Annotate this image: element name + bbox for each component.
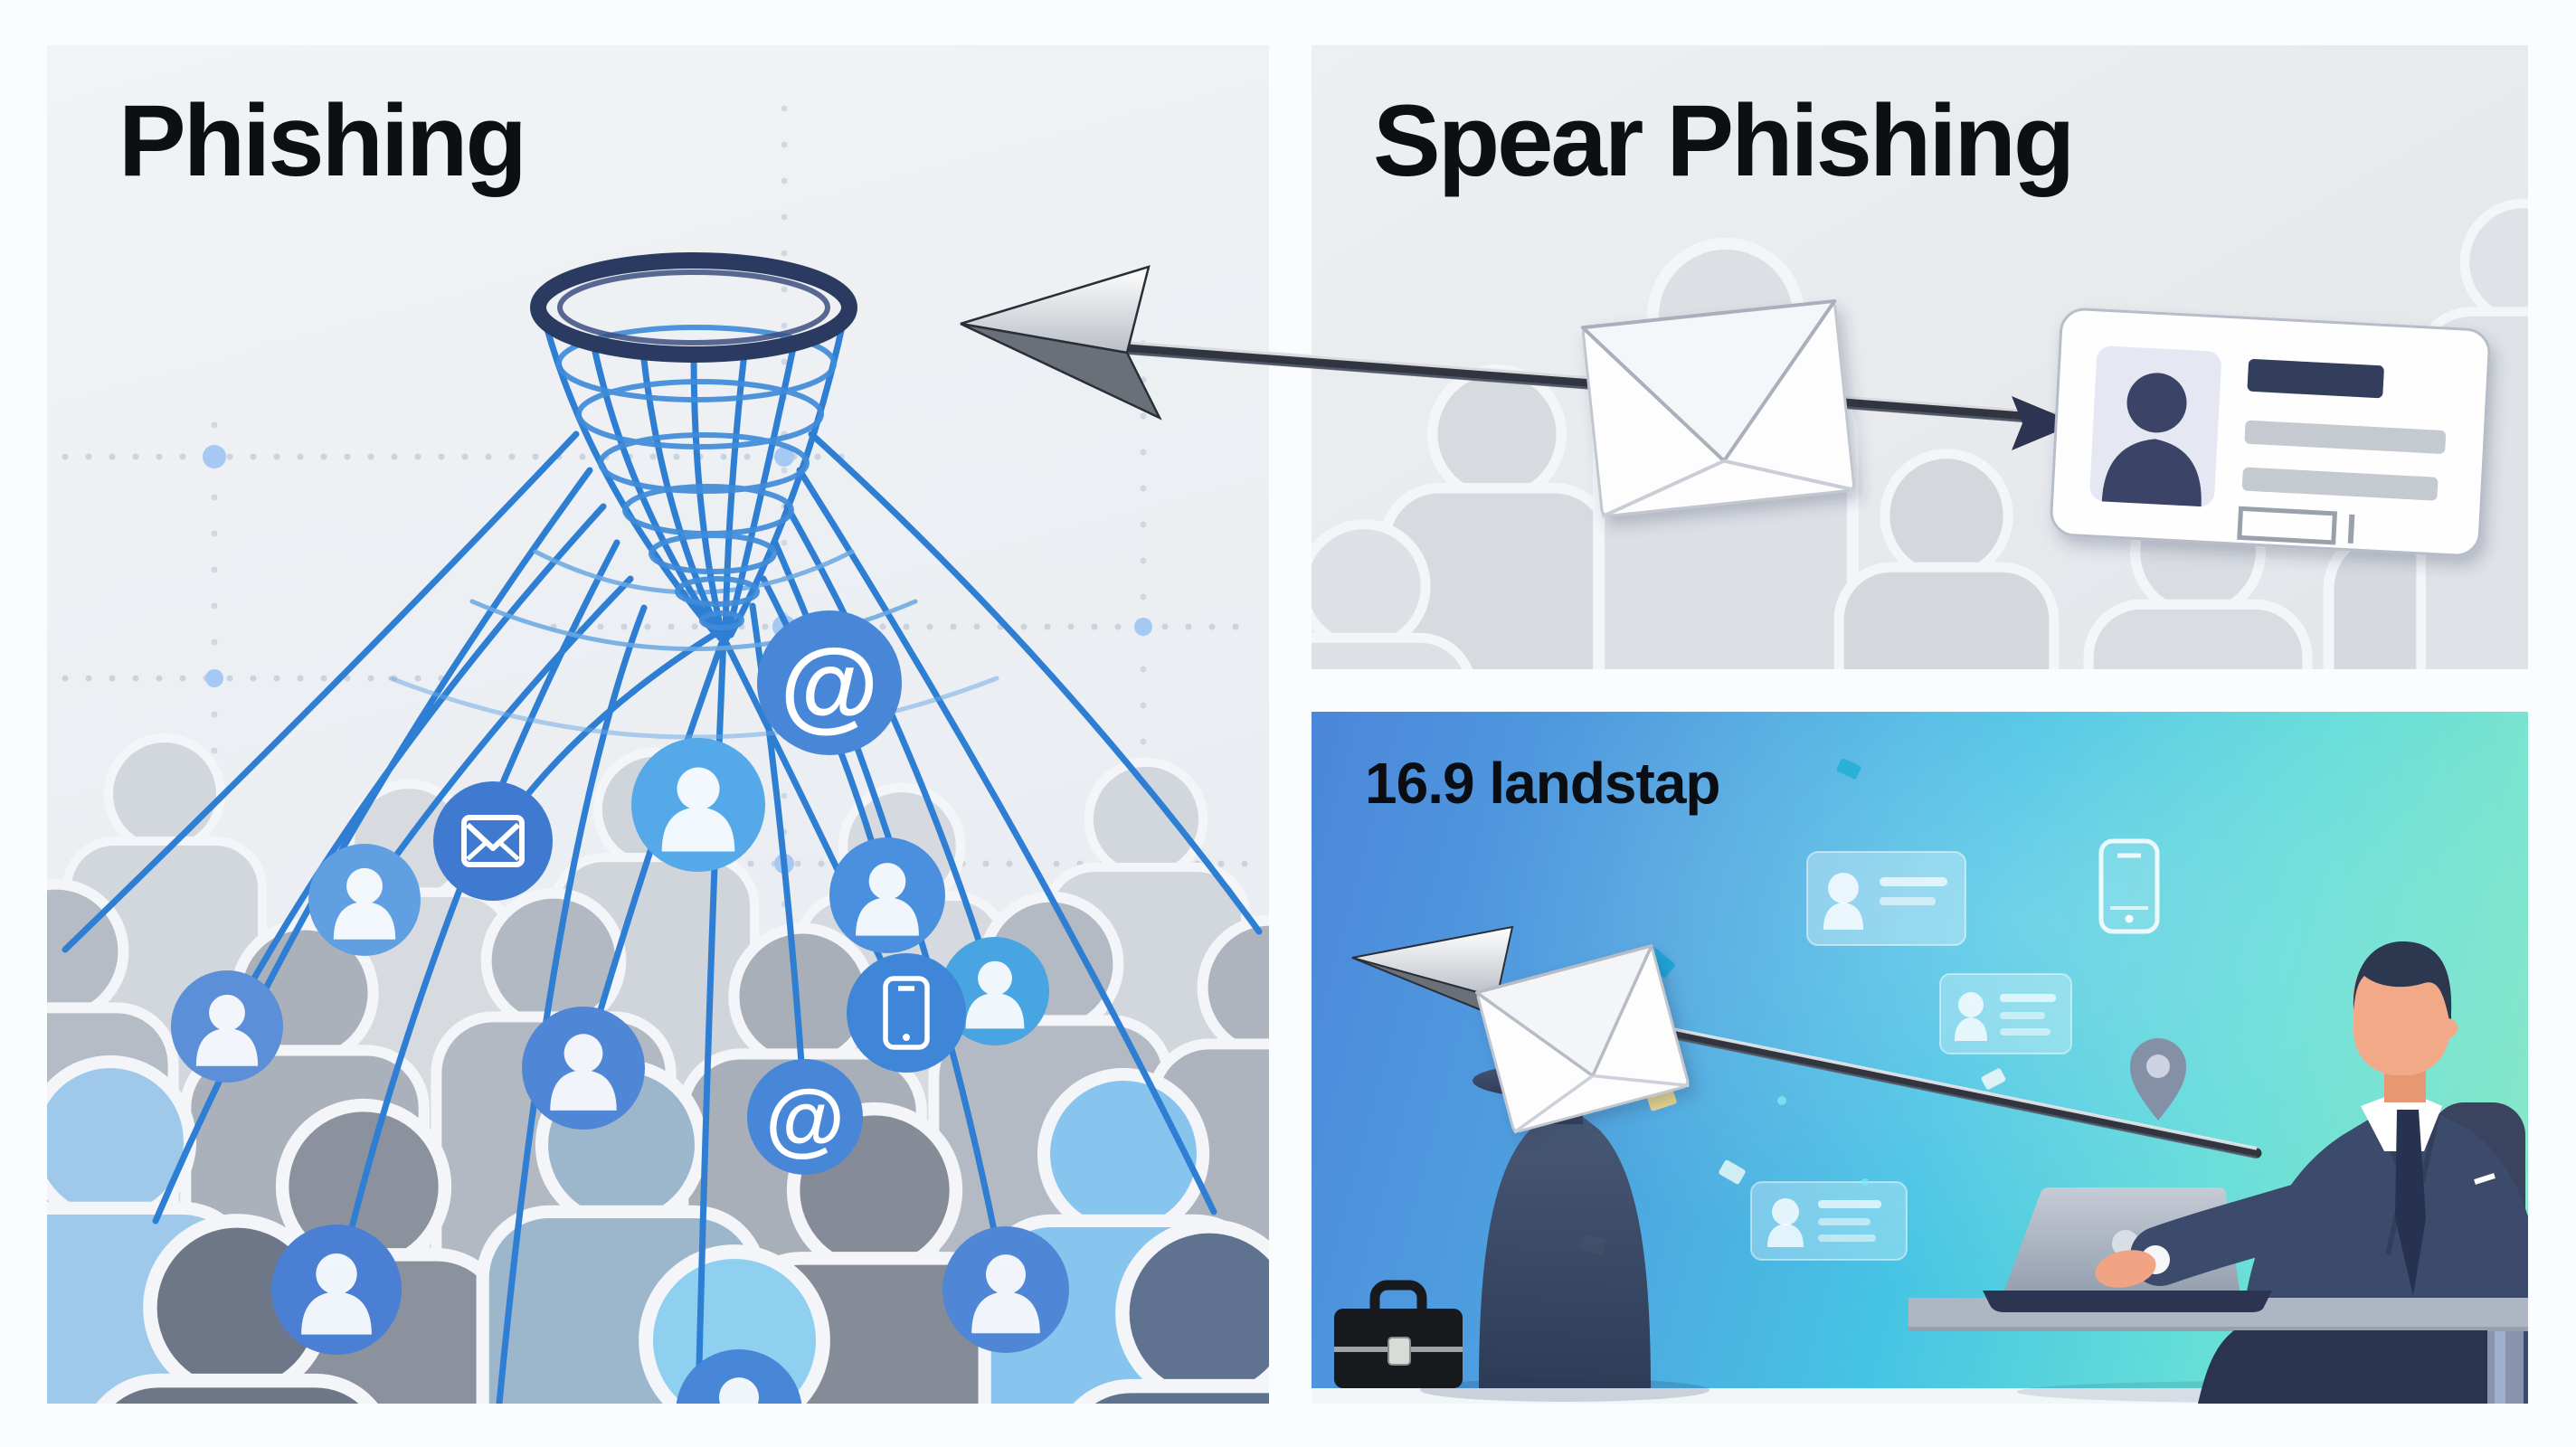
spear-phishing-title: Spear Phishing (1373, 84, 2075, 197)
avatar-badge-icon (308, 844, 421, 956)
scene-caption: 16.9 landstap (1365, 751, 1720, 816)
at-badge-icon: @ (757, 610, 902, 755)
victim-badges: @ @ (171, 610, 1069, 1404)
fishing-net-icon (62, 252, 1263, 1404)
businessman-illustration (1908, 941, 2528, 1404)
briefcase-icon (1334, 1280, 1463, 1388)
net-rim (530, 252, 857, 363)
faint-crowd-silhouettes (1312, 203, 2528, 669)
avatar-badge-icon (631, 738, 765, 872)
envelope-icon (1474, 944, 1690, 1134)
avatar-badge-icon (829, 837, 945, 953)
phone-badge-icon (847, 953, 966, 1073)
hand (2095, 1250, 2156, 1288)
avatar-badge-icon (942, 1226, 1069, 1353)
id-card-chip-icons (1750, 851, 2072, 1261)
spear-phishing-scene-panel: 16.9 landstap (1312, 712, 2528, 1404)
at-symbol: @ (765, 1073, 845, 1164)
smartphone-icon (2098, 838, 2160, 934)
phishing-panel: @ @ Phishing (47, 45, 1269, 1404)
spear-phishing-panel: Spear Phishing (1312, 45, 2528, 669)
avatar-badge-icon (271, 1225, 402, 1355)
id-card-chip (1939, 973, 2072, 1055)
avatar-badge-icon (522, 1007, 645, 1130)
id-card-chip (1750, 1181, 1908, 1261)
avatar-badge-icon (676, 1349, 802, 1404)
arm (2130, 1170, 2372, 1286)
phishing-title: Phishing (118, 84, 527, 197)
lap (2198, 1330, 2487, 1404)
spear-arrow-icon (1351, 925, 2262, 1159)
id-card-chip (1806, 851, 1966, 946)
avatar-badge-icon (171, 970, 283, 1083)
avatar-badge-icon (941, 937, 1049, 1045)
tie (2395, 1110, 2426, 1296)
at-badge-icon: @ (747, 1059, 863, 1175)
location-pin-icon (2130, 1038, 2186, 1121)
at-symbol: @ (780, 628, 878, 741)
hair (2353, 941, 2452, 1030)
email-badge-icon (433, 781, 553, 901)
